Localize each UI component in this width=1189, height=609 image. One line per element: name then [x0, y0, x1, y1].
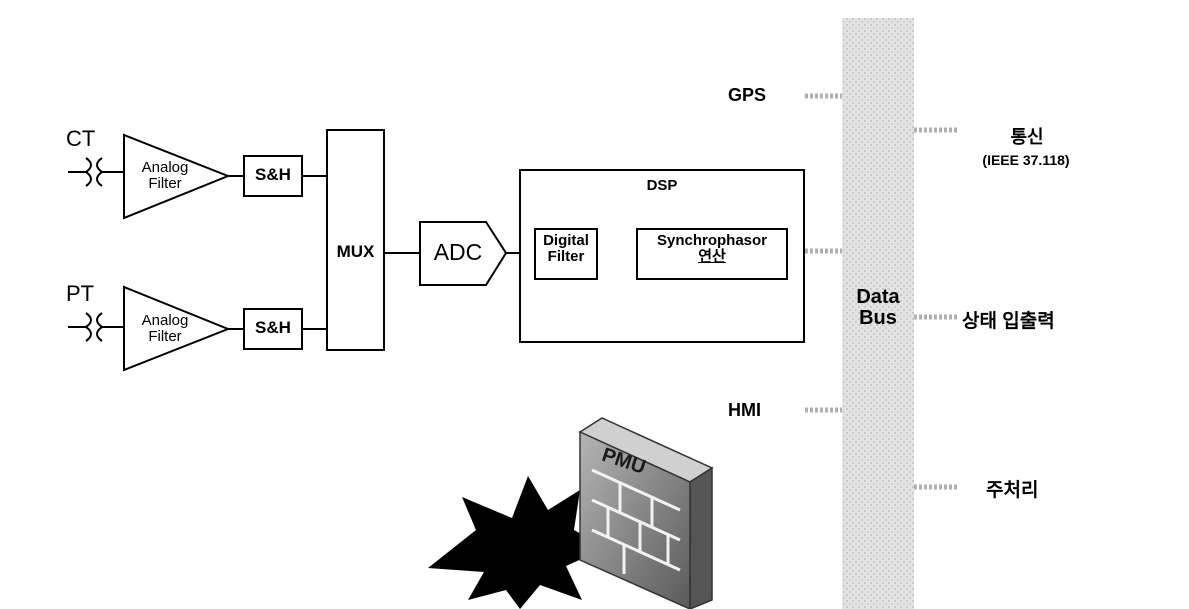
digital-filter-box	[534, 228, 598, 280]
data-bus-line2: Bus	[859, 307, 897, 329]
analog-filter-pt-triangle	[123, 285, 231, 372]
sh-box-ct	[243, 155, 303, 197]
main-proc-label: 주처리	[986, 480, 1039, 501]
sh-box-pt	[243, 308, 303, 350]
bus-connectors	[805, 93, 958, 490]
mux-box	[326, 129, 385, 351]
digital-filter-label: Digital Filter	[535, 233, 597, 265]
dsp-title: DSP	[646, 177, 678, 194]
status-io-label: 상태 입출력	[962, 311, 1055, 332]
comm-label: 통신	[1010, 127, 1044, 147]
data-bus-label: Data Bus	[842, 287, 914, 329]
synchrophasor-box	[636, 228, 788, 280]
synchrophasor-line1: Synchrophasor	[656, 232, 768, 249]
adc-shape	[419, 221, 508, 286]
digital-filter-line2: Filter	[547, 247, 585, 265]
sh-ct-label: S&H	[255, 165, 291, 184]
pt-label: PT	[66, 281, 95, 306]
ct-coil-icon	[68, 157, 124, 187]
analog-filter-ct-line2: Filter	[148, 174, 182, 192]
adc-label: ADC	[433, 239, 483, 265]
sh-pt-label: S&H	[255, 318, 291, 337]
analog-filter-ct-line1: Analog	[141, 159, 189, 176]
comm-sub-label: (IEEE 37.118)	[982, 152, 1070, 168]
analog-filter-ct-triangle	[123, 133, 231, 220]
pt-coil-icon	[68, 312, 124, 342]
analog-filter-pt-line1: Analog	[141, 312, 189, 329]
firewall-icon	[428, 417, 714, 609]
gps-label: GPS	[728, 85, 767, 105]
mux-label: MUX	[336, 242, 375, 261]
data-bus-band	[842, 18, 914, 609]
data-bus-line1: Data	[856, 286, 900, 308]
ct-label: CT	[66, 126, 96, 151]
synchrophasor-line2: 연산	[698, 247, 726, 265]
digital-filter-line1: Digital	[543, 232, 589, 249]
analog-filter-pt-line2: Filter	[148, 327, 182, 345]
synchrophasor-label: Synchrophasor 연산	[637, 233, 787, 265]
hmi-label: HMI	[728, 400, 761, 420]
analog-filter-pt-label: Analog Filter	[128, 313, 202, 345]
analog-filter-ct-label: Analog Filter	[128, 160, 202, 192]
